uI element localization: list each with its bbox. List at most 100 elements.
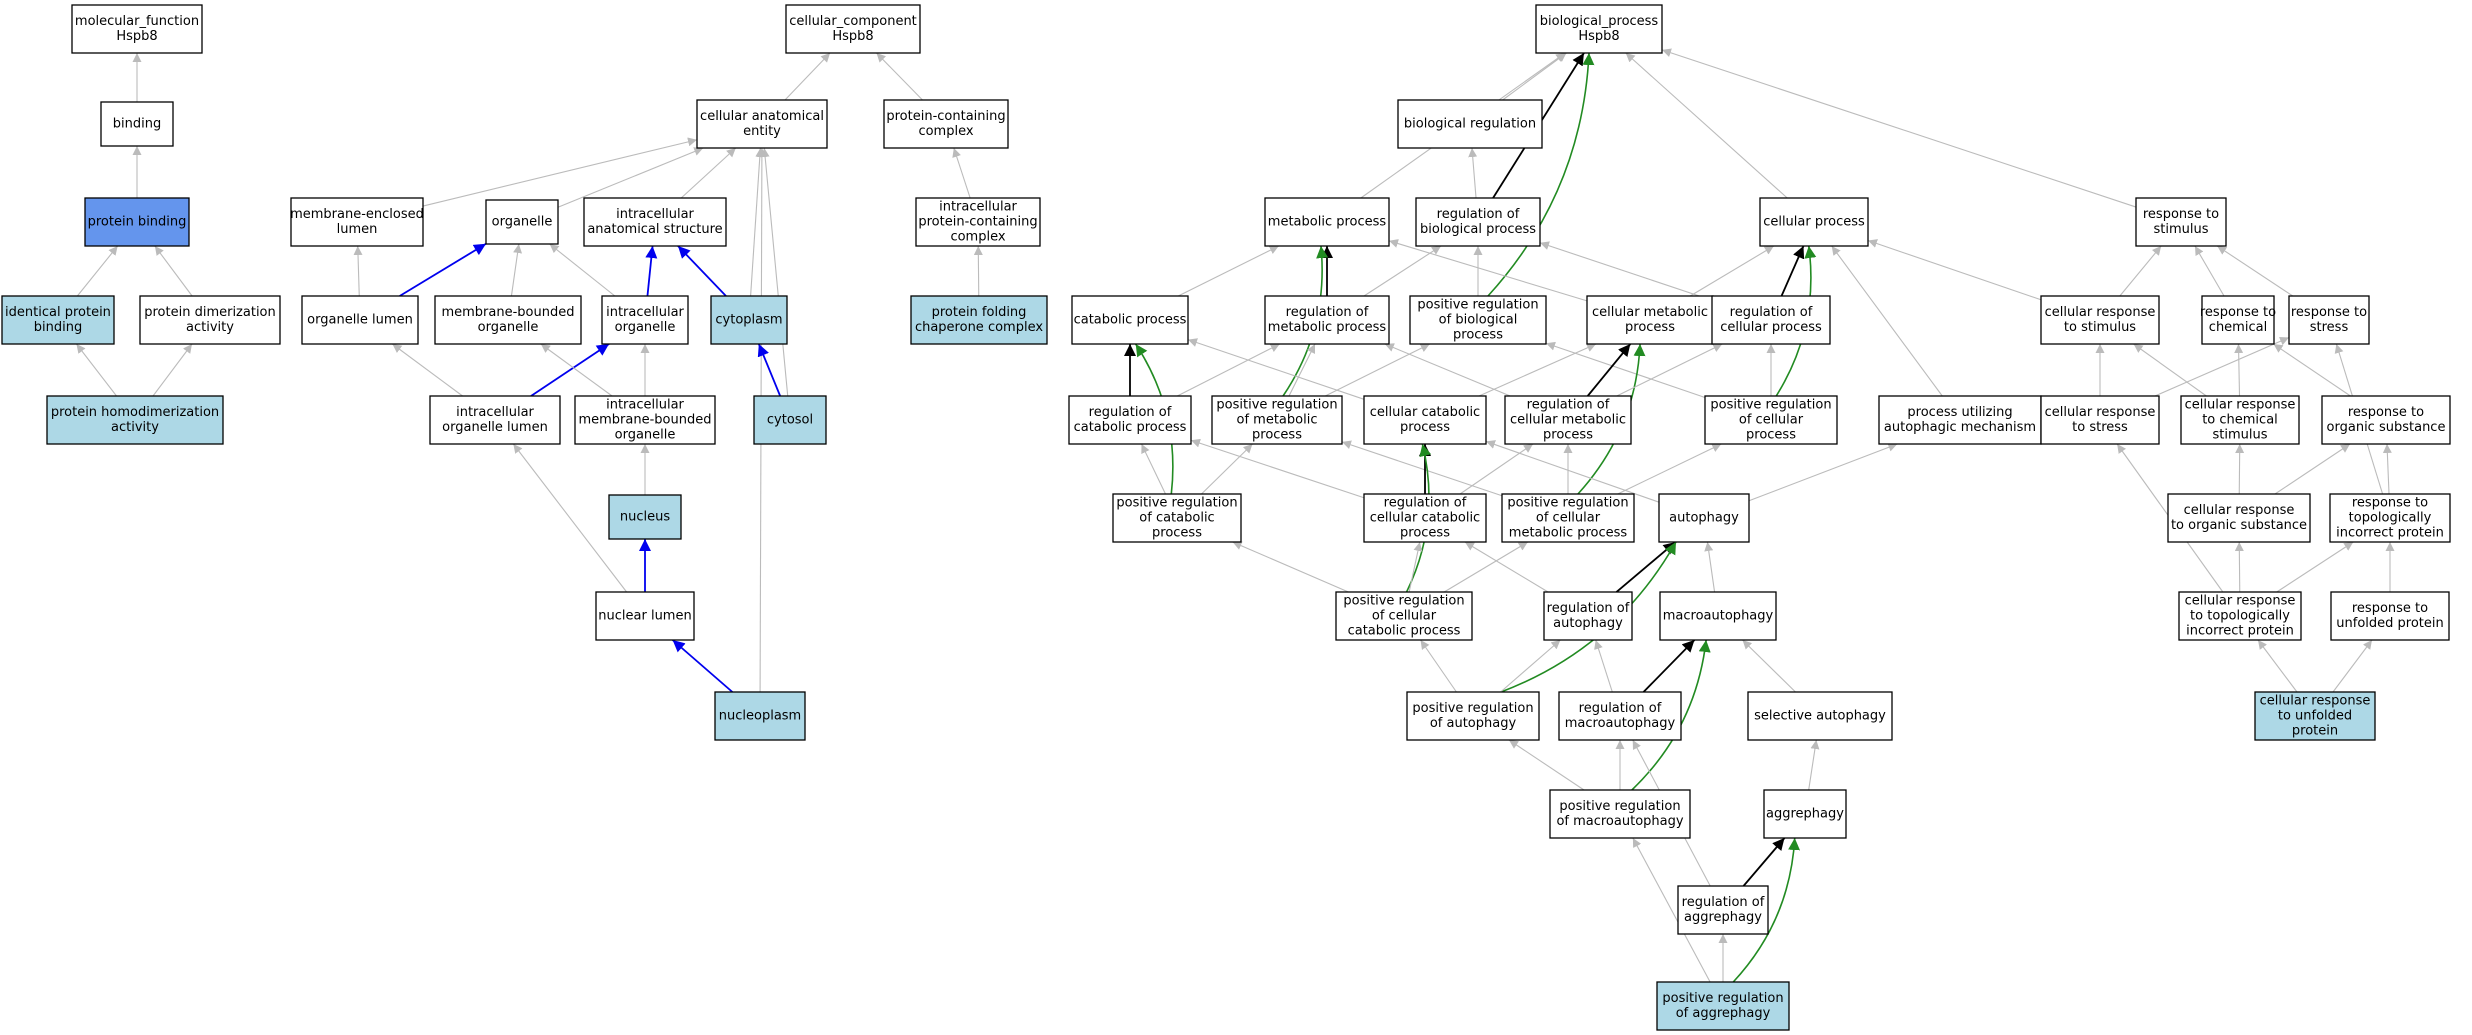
node-label-line: regulation of [1682, 895, 1765, 910]
node-macroautophagy[interactable]: macroautophagy [1659, 591, 1777, 641]
node-box [753, 395, 827, 445]
node-label-line: of cellular [1372, 609, 1437, 624]
node-label-line: protein homodimerization [51, 405, 219, 420]
node-label-line: protein-containing [918, 215, 1037, 230]
edge-selective-autophagy-to-macroautophagy [1742, 639, 1796, 693]
node-label-line: regulation of [1089, 405, 1172, 420]
edge-intracellular-anatomical-structure-to-cellular-anatomical-entity [680, 147, 737, 199]
node-label-line: macroautophagy [1663, 609, 1774, 624]
node-catabolic-process[interactable]: catabolic process [1071, 295, 1189, 345]
node-label-line: to topologically [2190, 609, 2290, 624]
node-box [429, 395, 561, 445]
node-label-line: organelle [492, 215, 553, 230]
node-nuclear-lumen[interactable]: nuclear lumen [595, 591, 695, 641]
node-box [1264, 295, 1390, 345]
node-autophagy[interactable]: autophagy [1658, 493, 1750, 543]
node-label-line: stimulus [2153, 222, 2208, 237]
node-label-line: anatomical structure [587, 222, 722, 237]
node-label-line: positive regulation [1710, 398, 1831, 413]
edge-autophagy-to-process-utilizing-autophagic-mechanism [1748, 443, 1898, 502]
node-box [1704, 395, 1838, 445]
node-metabolic-process[interactable]: metabolic process [1264, 197, 1390, 247]
node-label-line: incorrect protein [2186, 624, 2294, 639]
edge-aggrephagy-to-selective-autophagy [1808, 739, 1820, 791]
node-cytoplasm[interactable]: cytoplasm [710, 295, 788, 345]
edge-response-to-organic-substance-to-response-to-chemical [2273, 343, 2351, 397]
node-aggrephagy[interactable]: aggrephagy [1763, 789, 1847, 839]
node-selective-autophagy[interactable]: selective autophagy [1747, 691, 1893, 741]
edge-identical-protein-binding-to-protein-binding [76, 245, 119, 297]
edge-regulation-of-autophagy-to-regulation-of-cellular-catabolic-process [1464, 541, 1549, 593]
node-box [2167, 493, 2311, 543]
node-box [1543, 591, 1633, 641]
edge-positive-regulation-of-cellular-metabolic-process-to-positive-regulation-of-metabolic-process [1341, 440, 1503, 497]
edge-autophagy-to-cellular-catabolic-process [1485, 440, 1660, 503]
node-cytosol[interactable]: cytosol [753, 395, 827, 445]
node-box [2254, 691, 2376, 741]
node-organelle[interactable]: organelle [485, 199, 559, 245]
node-box [595, 591, 695, 641]
node-binding[interactable]: binding [100, 101, 174, 147]
node-cellular-process[interactable]: cellular process [1759, 197, 1869, 247]
node-protein-binding[interactable]: protein binding [84, 197, 190, 247]
node-nucleoplasm[interactable]: nucleoplasm [714, 691, 806, 741]
node-label-line: organelle [615, 320, 676, 335]
node-organelle-lumen[interactable]: organelle lumen [301, 295, 419, 345]
node-nucleus[interactable]: nucleus [608, 494, 682, 540]
node-label-line: intracellular [606, 398, 684, 413]
node-label-line: autophagy [1553, 616, 1623, 631]
edge-positive-regulation-of-biological-process-to-bp [1487, 52, 1595, 297]
node-box [1071, 295, 1189, 345]
node-biological-regulation[interactable]: biological regulation [1397, 99, 1543, 149]
